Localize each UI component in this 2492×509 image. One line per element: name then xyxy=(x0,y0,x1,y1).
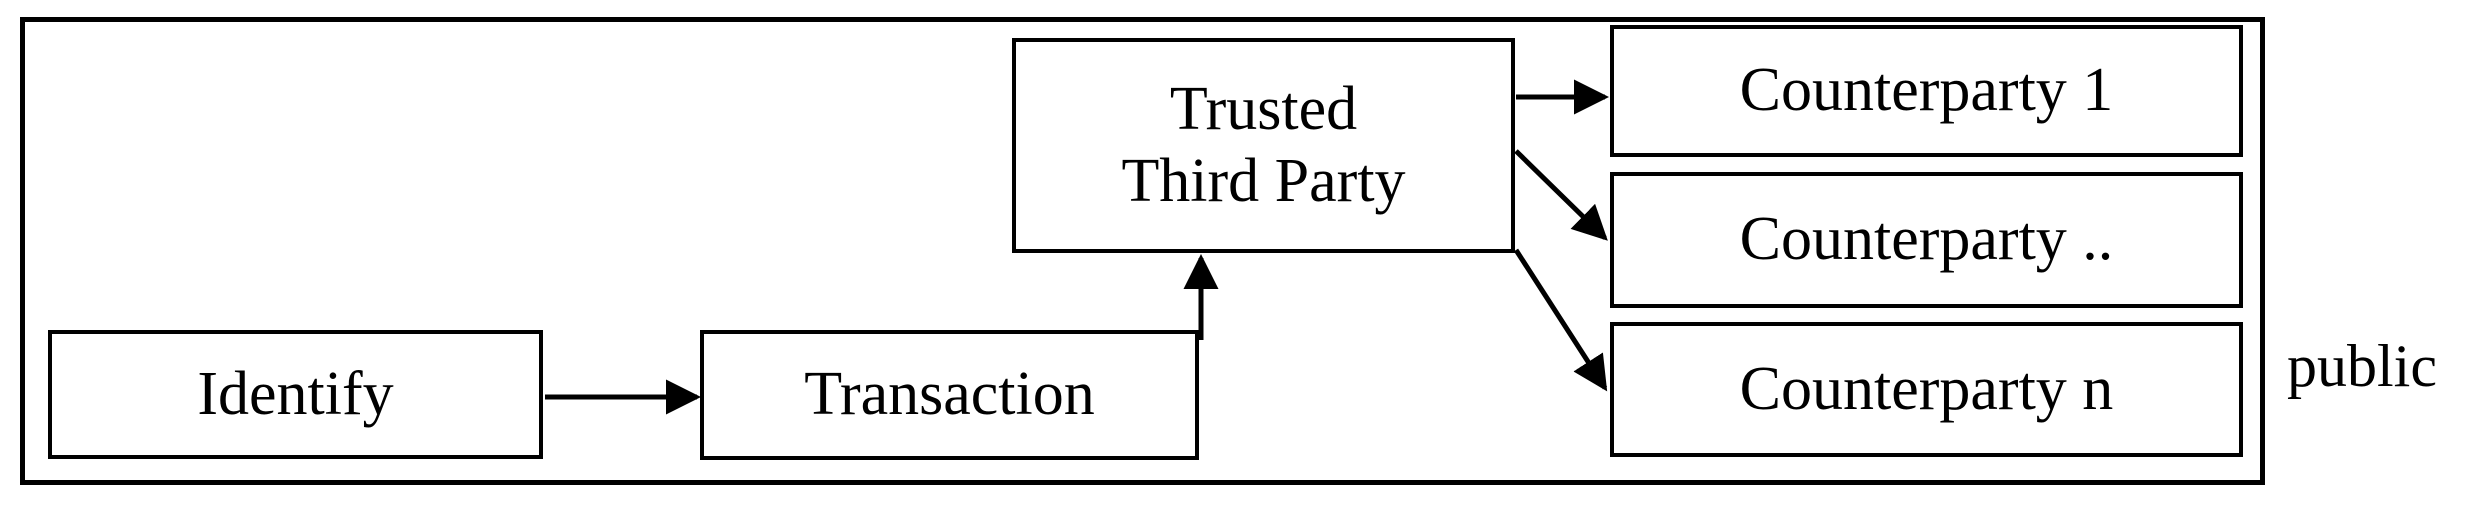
edge-ttp-to-counterparty-dots xyxy=(1514,149,1608,241)
node-counterparty-n[interactable]: Counterparty n xyxy=(1610,322,2243,457)
node-transaction[interactable]: Transaction xyxy=(700,330,1199,460)
edge-ttp-to-counterparty-n xyxy=(1513,248,1608,392)
node-identify[interactable]: Identify xyxy=(48,330,543,459)
node-counterparty-dots[interactable]: Counterparty .. xyxy=(1610,172,2243,308)
public-zone-label: public xyxy=(2287,333,2437,399)
node-counterparty-1[interactable]: Counterparty 1 xyxy=(1610,25,2243,157)
public-boundary-box xyxy=(20,17,2265,485)
node-trusted-third-party[interactable]: Trusted Third Party xyxy=(1012,38,1515,253)
